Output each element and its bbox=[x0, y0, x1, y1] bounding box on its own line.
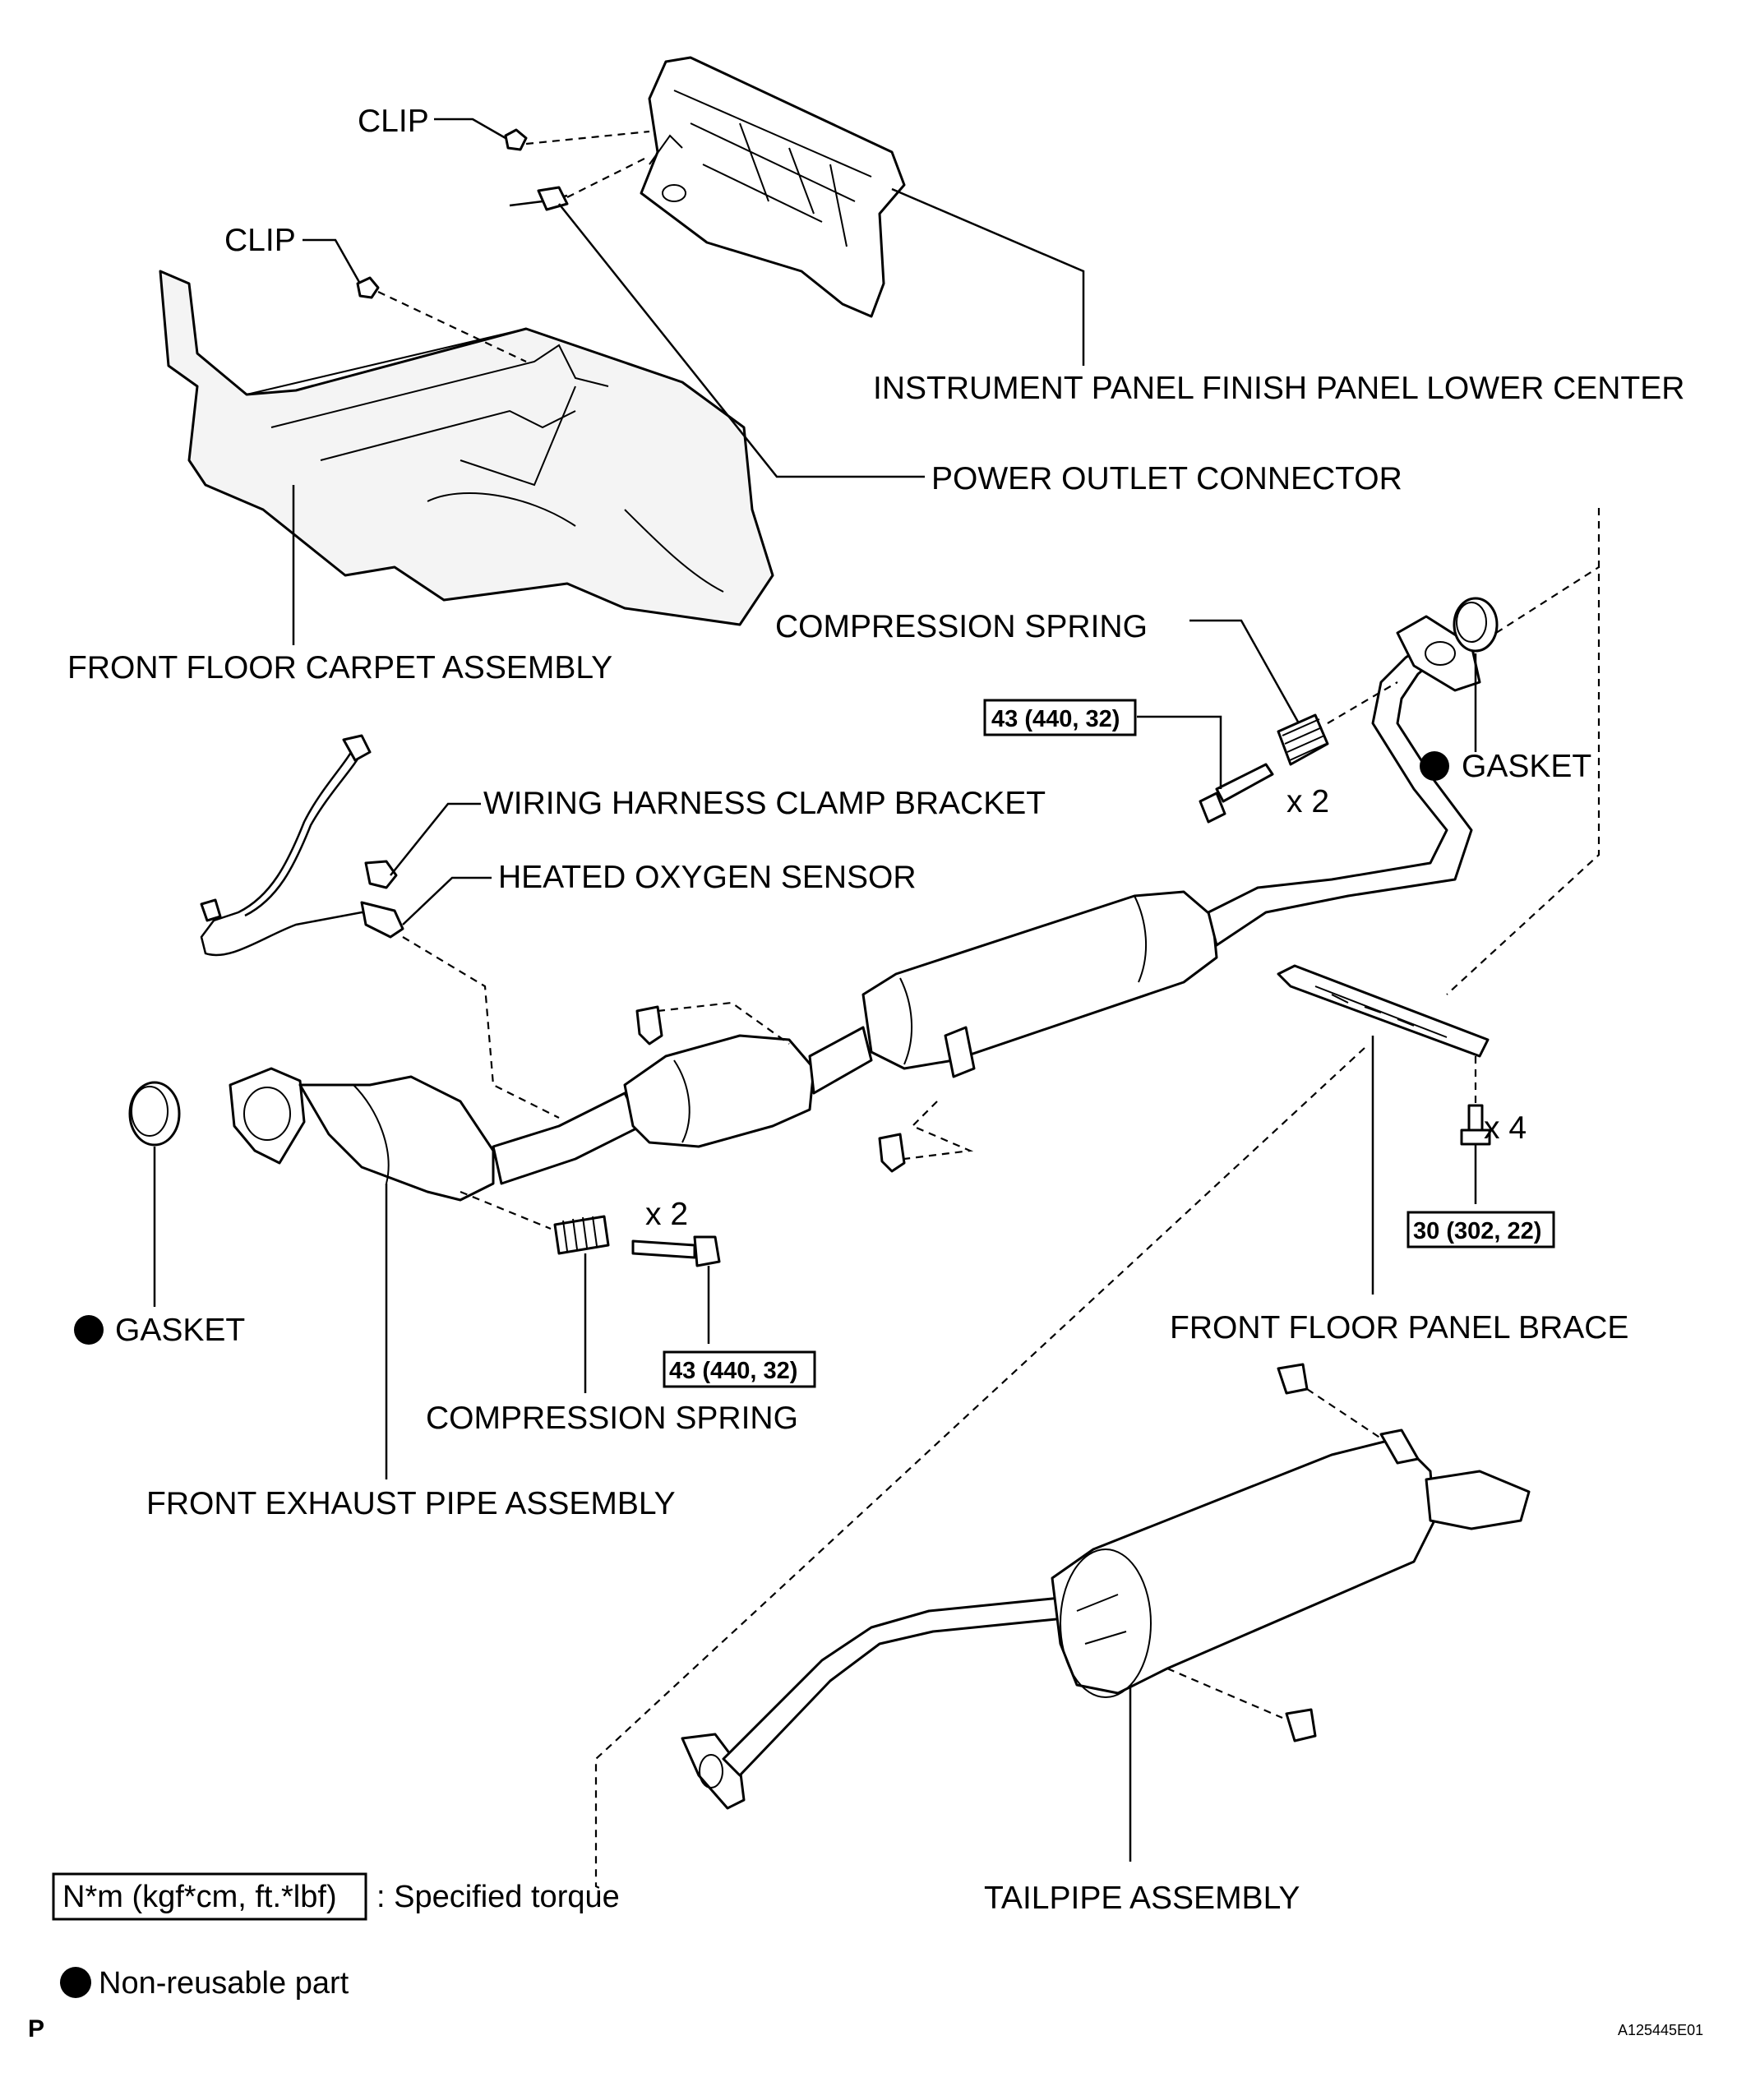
qty-brace-bolts: x 4 bbox=[1484, 1110, 1527, 1146]
connector-dashed-line bbox=[566, 155, 650, 198]
spring-upper-dashed-line bbox=[1327, 681, 1398, 724]
label-gasket-left: GASKET bbox=[115, 1313, 245, 1348]
tailpipe-hanger-upper-dashed-line bbox=[1306, 1388, 1382, 1439]
torque-value-brace: 30 (302, 22) bbox=[1413, 1218, 1541, 1244]
leader-clip-upper bbox=[434, 118, 506, 140]
power-outlet-connector-part bbox=[509, 186, 569, 211]
bracket-front-dashed-line bbox=[657, 1001, 790, 1045]
qty-upper-bolts: x 2 bbox=[1286, 784, 1329, 819]
corner-mark: P bbox=[28, 2015, 44, 2042]
label-tailpipe-assembly: TAILPIPE ASSEMBLY bbox=[984, 1881, 1300, 1916]
compression-spring-upper-part bbox=[1277, 713, 1329, 766]
legend-torque-unit: N*m (kgf*cm, ft.*lbf) bbox=[62, 1880, 337, 1914]
front-exhaust-pipe-part bbox=[229, 615, 1481, 1202]
compression-spring-lower-part bbox=[553, 1215, 610, 1255]
tailpipe-part bbox=[681, 1428, 1531, 1810]
leader-compression-spring-upper bbox=[1189, 619, 1300, 724]
label-front-exhaust-pipe: FRONT EXHAUST PIPE ASSEMBLY bbox=[146, 1486, 676, 1521]
leader-clip-lower bbox=[303, 238, 362, 284]
torque-box-brace bbox=[1406, 1211, 1555, 1248]
wiring-harness-clamp-bracket-part bbox=[364, 860, 398, 889]
qty-lower-bolts: x 2 bbox=[645, 1197, 688, 1232]
hanger-bracket-front bbox=[635, 1005, 663, 1045]
label-instrument-panel: INSTRUMENT PANEL FINISH PANEL LOWER CENT… bbox=[873, 371, 1684, 406]
torque-box-upper bbox=[983, 699, 1137, 736]
label-clip-lower: CLIP bbox=[224, 223, 296, 258]
tailpipe-hanger-lower bbox=[1285, 1708, 1317, 1742]
alignment-line-right bbox=[1446, 508, 1600, 995]
leader-heated-oxygen-sensor bbox=[402, 876, 492, 925]
tailpipe-hanger-upper bbox=[1277, 1363, 1309, 1395]
torque-box-lower bbox=[663, 1350, 816, 1388]
label-front-floor-carpet: FRONT FLOOR CARPET ASSEMBLY bbox=[67, 650, 612, 685]
oxygen-sensor-harness-part bbox=[200, 734, 404, 957]
bolt-lower-part bbox=[631, 1235, 721, 1267]
torque-value-upper: 43 (440, 32) bbox=[991, 706, 1120, 732]
nonreusable-dot-gasket-right bbox=[1420, 751, 1449, 781]
front-floor-panel-brace-part bbox=[1277, 964, 1490, 1058]
alignment-line-left bbox=[594, 1047, 1365, 1891]
clip-lower-dashed-line bbox=[377, 291, 527, 362]
clip-part-lower bbox=[356, 276, 380, 299]
leader-instrument-panel bbox=[891, 187, 1085, 366]
sensor-to-pipe-dashed-line bbox=[402, 936, 560, 1119]
gasket-right-part bbox=[1453, 597, 1499, 653]
bolt-upper-part bbox=[1199, 763, 1274, 824]
label-power-outlet-connector: POWER OUTLET CONNECTOR bbox=[931, 461, 1402, 496]
clip-part-upper bbox=[504, 128, 528, 151]
front-floor-carpet-part bbox=[159, 270, 774, 626]
torque-value-lower: 43 (440, 32) bbox=[669, 1358, 797, 1384]
figure-id: A125445E01 bbox=[1618, 2022, 1703, 2038]
legend-torque-description: : Specified torque bbox=[376, 1880, 620, 1914]
instrument-panel-finish-panel-part bbox=[640, 56, 906, 318]
leader-wiring-harness-clamp bbox=[390, 802, 481, 876]
leader-power-outlet bbox=[558, 203, 925, 478]
label-wiring-harness-clamp-bracket: WIRING HARNESS CLAMP BRACKET bbox=[483, 786, 1046, 821]
leader-torque-upper bbox=[1137, 715, 1222, 789]
label-heated-oxygen-sensor: HEATED OXYGEN SENSOR bbox=[498, 860, 917, 895]
legend-torque-box bbox=[52, 1872, 367, 1921]
nonreusable-dot-gasket-left bbox=[74, 1315, 104, 1345]
gasket-left-part bbox=[128, 1081, 181, 1147]
clip-upper-dashed-line bbox=[525, 130, 650, 145]
label-compression-spring-lower: COMPRESSION SPRING bbox=[426, 1401, 798, 1436]
legend-nonreusable-dot bbox=[60, 1967, 91, 1998]
hanger-bracket-rear bbox=[878, 1133, 906, 1173]
label-clip-upper: CLIP bbox=[358, 104, 429, 139]
spring-lower-dashed-line bbox=[460, 1190, 552, 1230]
gasket-right-dashed-line bbox=[1495, 566, 1600, 634]
legend-nonreusable-text: Non-reusable part bbox=[99, 1966, 349, 2001]
tailpipe-hanger-lower-dashed-line bbox=[1166, 1667, 1283, 1719]
bracket-rear-dashed-line bbox=[903, 1101, 974, 1161]
label-gasket-right: GASKET bbox=[1462, 749, 1591, 784]
label-front-floor-panel-brace: FRONT FLOOR PANEL BRACE bbox=[1170, 1310, 1628, 1345]
label-compression-spring-upper: COMPRESSION SPRING bbox=[775, 609, 1148, 644]
bolt-brace-part bbox=[1460, 1104, 1491, 1146]
